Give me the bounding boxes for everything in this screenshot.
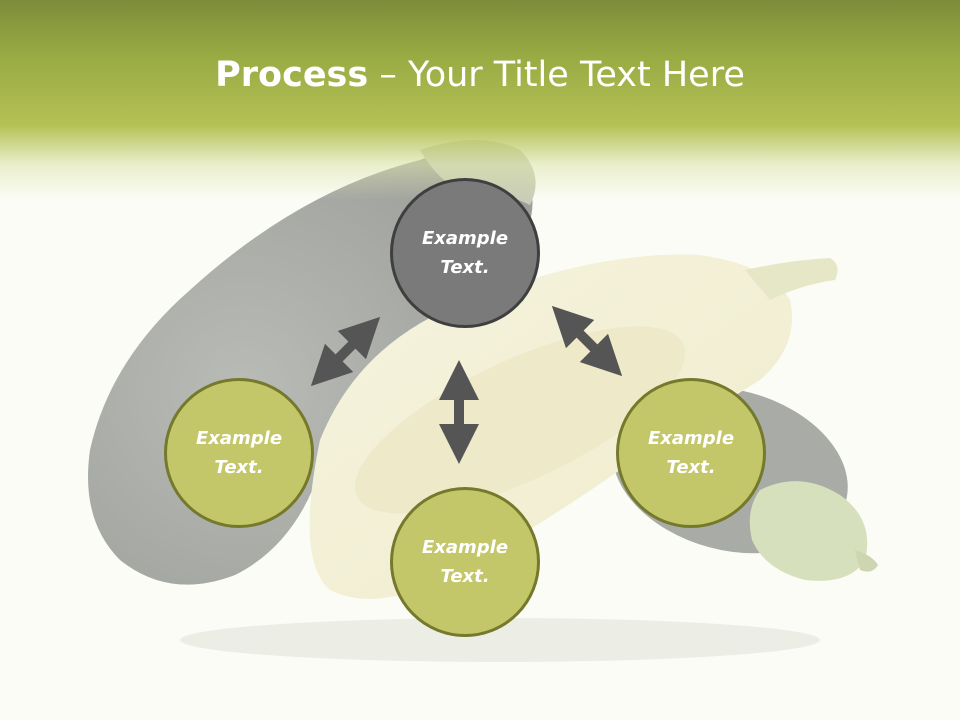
title-rest: – Your Title Text Here [368,55,745,95]
process-node-top: Example Text. [390,178,540,328]
node-right-label: Example Text. [647,428,735,478]
node-left-label: Example Text. [195,428,283,478]
process-node-right: Example Text. [616,378,766,528]
header-band [0,0,960,200]
process-node-bottom: Example Text. [390,487,540,637]
process-node-left: Example Text. [164,378,314,528]
arrow-top-left [310,316,381,387]
title-bold: Process [215,55,369,95]
node-top-label: Example Text. [421,228,509,278]
slide-title: Process – Your Title Text Here [0,52,960,98]
arrow-top-right [551,305,623,377]
node-bottom-label: Example Text. [421,537,509,587]
